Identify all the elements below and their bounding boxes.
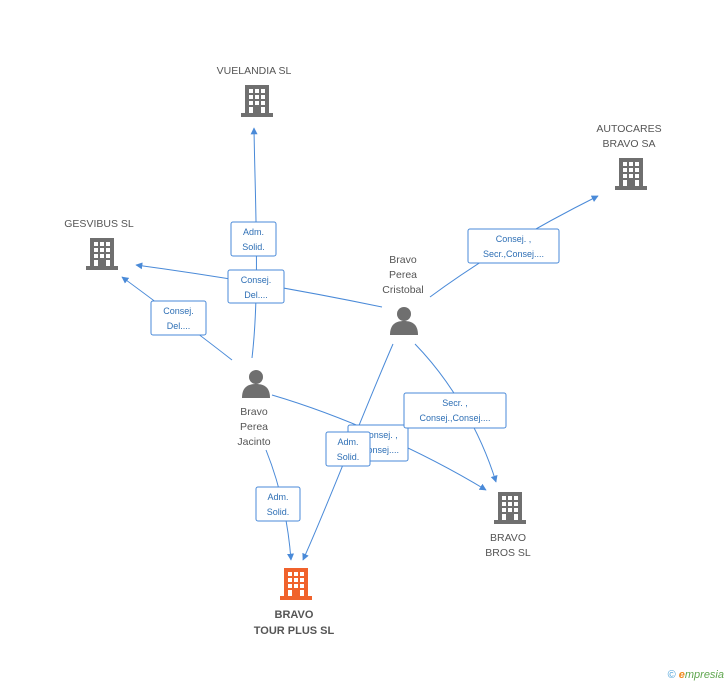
- node-label: Cristobal: [382, 284, 423, 296]
- node-autocares[interactable]: AUTOCARES BRAVO SA: [596, 123, 662, 190]
- edge-label-line: Secr. ,: [442, 398, 468, 408]
- edge-label-line: Del....: [167, 321, 191, 331]
- edge-label-line: Adm.: [337, 437, 358, 447]
- edge-label-cristobal-gesvibus[interactable]: Consej. Del....: [227, 269, 285, 304]
- edge-label-line: Consej.,Consej....: [419, 413, 490, 423]
- edge-label-line: Del....: [244, 290, 268, 300]
- building-icon: [615, 158, 647, 190]
- node-label: BROS SL: [485, 547, 531, 559]
- node-bros[interactable]: BRAVO BROS SL: [485, 492, 531, 559]
- edge-label-line: Consej. ,: [496, 234, 532, 244]
- edges-layer: [121, 127, 599, 561]
- node-label: Bravo: [240, 406, 268, 418]
- brand-watermark: ©empresia: [668, 669, 724, 681]
- brand-initial: e: [678, 669, 685, 681]
- edge-label-line: Solid.: [267, 507, 290, 517]
- edge-label-line: Adm.: [267, 492, 288, 502]
- copyright-symbol: ©: [667, 669, 676, 681]
- person-icon: [390, 307, 418, 335]
- building-icon: [241, 85, 273, 117]
- node-label: BRAVO SA: [603, 138, 656, 150]
- edge-label-line: Adm.: [243, 227, 264, 237]
- node-tourplus[interactable]: BRAVO TOUR PLUS SL: [254, 568, 335, 637]
- node-label: AUTOCARES: [596, 123, 661, 135]
- edge-label-jacinto-gesvibus[interactable]: Consej. Del....: [150, 300, 207, 336]
- node-label: Perea: [389, 269, 417, 281]
- edge-label-cristobal-bros[interactable]: Secr. , Consej.,Consej....: [403, 392, 507, 429]
- node-label: TOUR PLUS SL: [254, 625, 335, 637]
- person-icon: [242, 370, 270, 398]
- edge-label-line: Secr.,Consej....: [483, 249, 544, 259]
- node-label: Perea: [240, 421, 268, 433]
- node-vuelandia[interactable]: VUELANDIA SL: [217, 65, 292, 117]
- node-gesvibus[interactable]: GESVIBUS SL: [64, 218, 134, 270]
- node-label: BRAVO: [490, 532, 526, 544]
- building-icon: [280, 568, 312, 600]
- node-label: VUELANDIA SL: [217, 65, 292, 77]
- edge-label-cristobal-tourplus[interactable]: Adm. Solid.: [325, 431, 371, 467]
- edge-label-jacinto-tourplus[interactable]: Adm. Solid.: [255, 486, 301, 522]
- node-label: Jacinto: [237, 436, 270, 448]
- edge-label-line: Solid.: [242, 242, 265, 252]
- edge-label-line: Consej. ,: [362, 430, 398, 440]
- node-label: Bravo: [389, 254, 417, 266]
- edge-label-line: Consej.: [163, 306, 194, 316]
- edge-label-line: Solid.: [337, 452, 360, 462]
- node-label: BRAVO: [275, 609, 314, 621]
- building-icon: [86, 238, 118, 270]
- edge-label-cristobal-autocares[interactable]: Consej. , Secr.,Consej....: [467, 228, 560, 264]
- building-icon: [494, 492, 526, 524]
- node-cristobal[interactable]: Bravo Perea Cristobal: [382, 254, 424, 335]
- edge-labels-layer: Adm. Solid. Consej. Del.... Consej. Del.…: [150, 221, 560, 522]
- node-jacinto[interactable]: Bravo Perea Jacinto: [237, 370, 271, 448]
- edge-label-line: Consej....: [361, 445, 399, 455]
- edge-label-line: Consej.: [241, 275, 272, 285]
- brand-name: mpresia: [684, 669, 724, 681]
- edge-label-jacinto-vuelandia[interactable]: Adm. Solid.: [230, 221, 277, 257]
- node-label: GESVIBUS SL: [64, 218, 134, 230]
